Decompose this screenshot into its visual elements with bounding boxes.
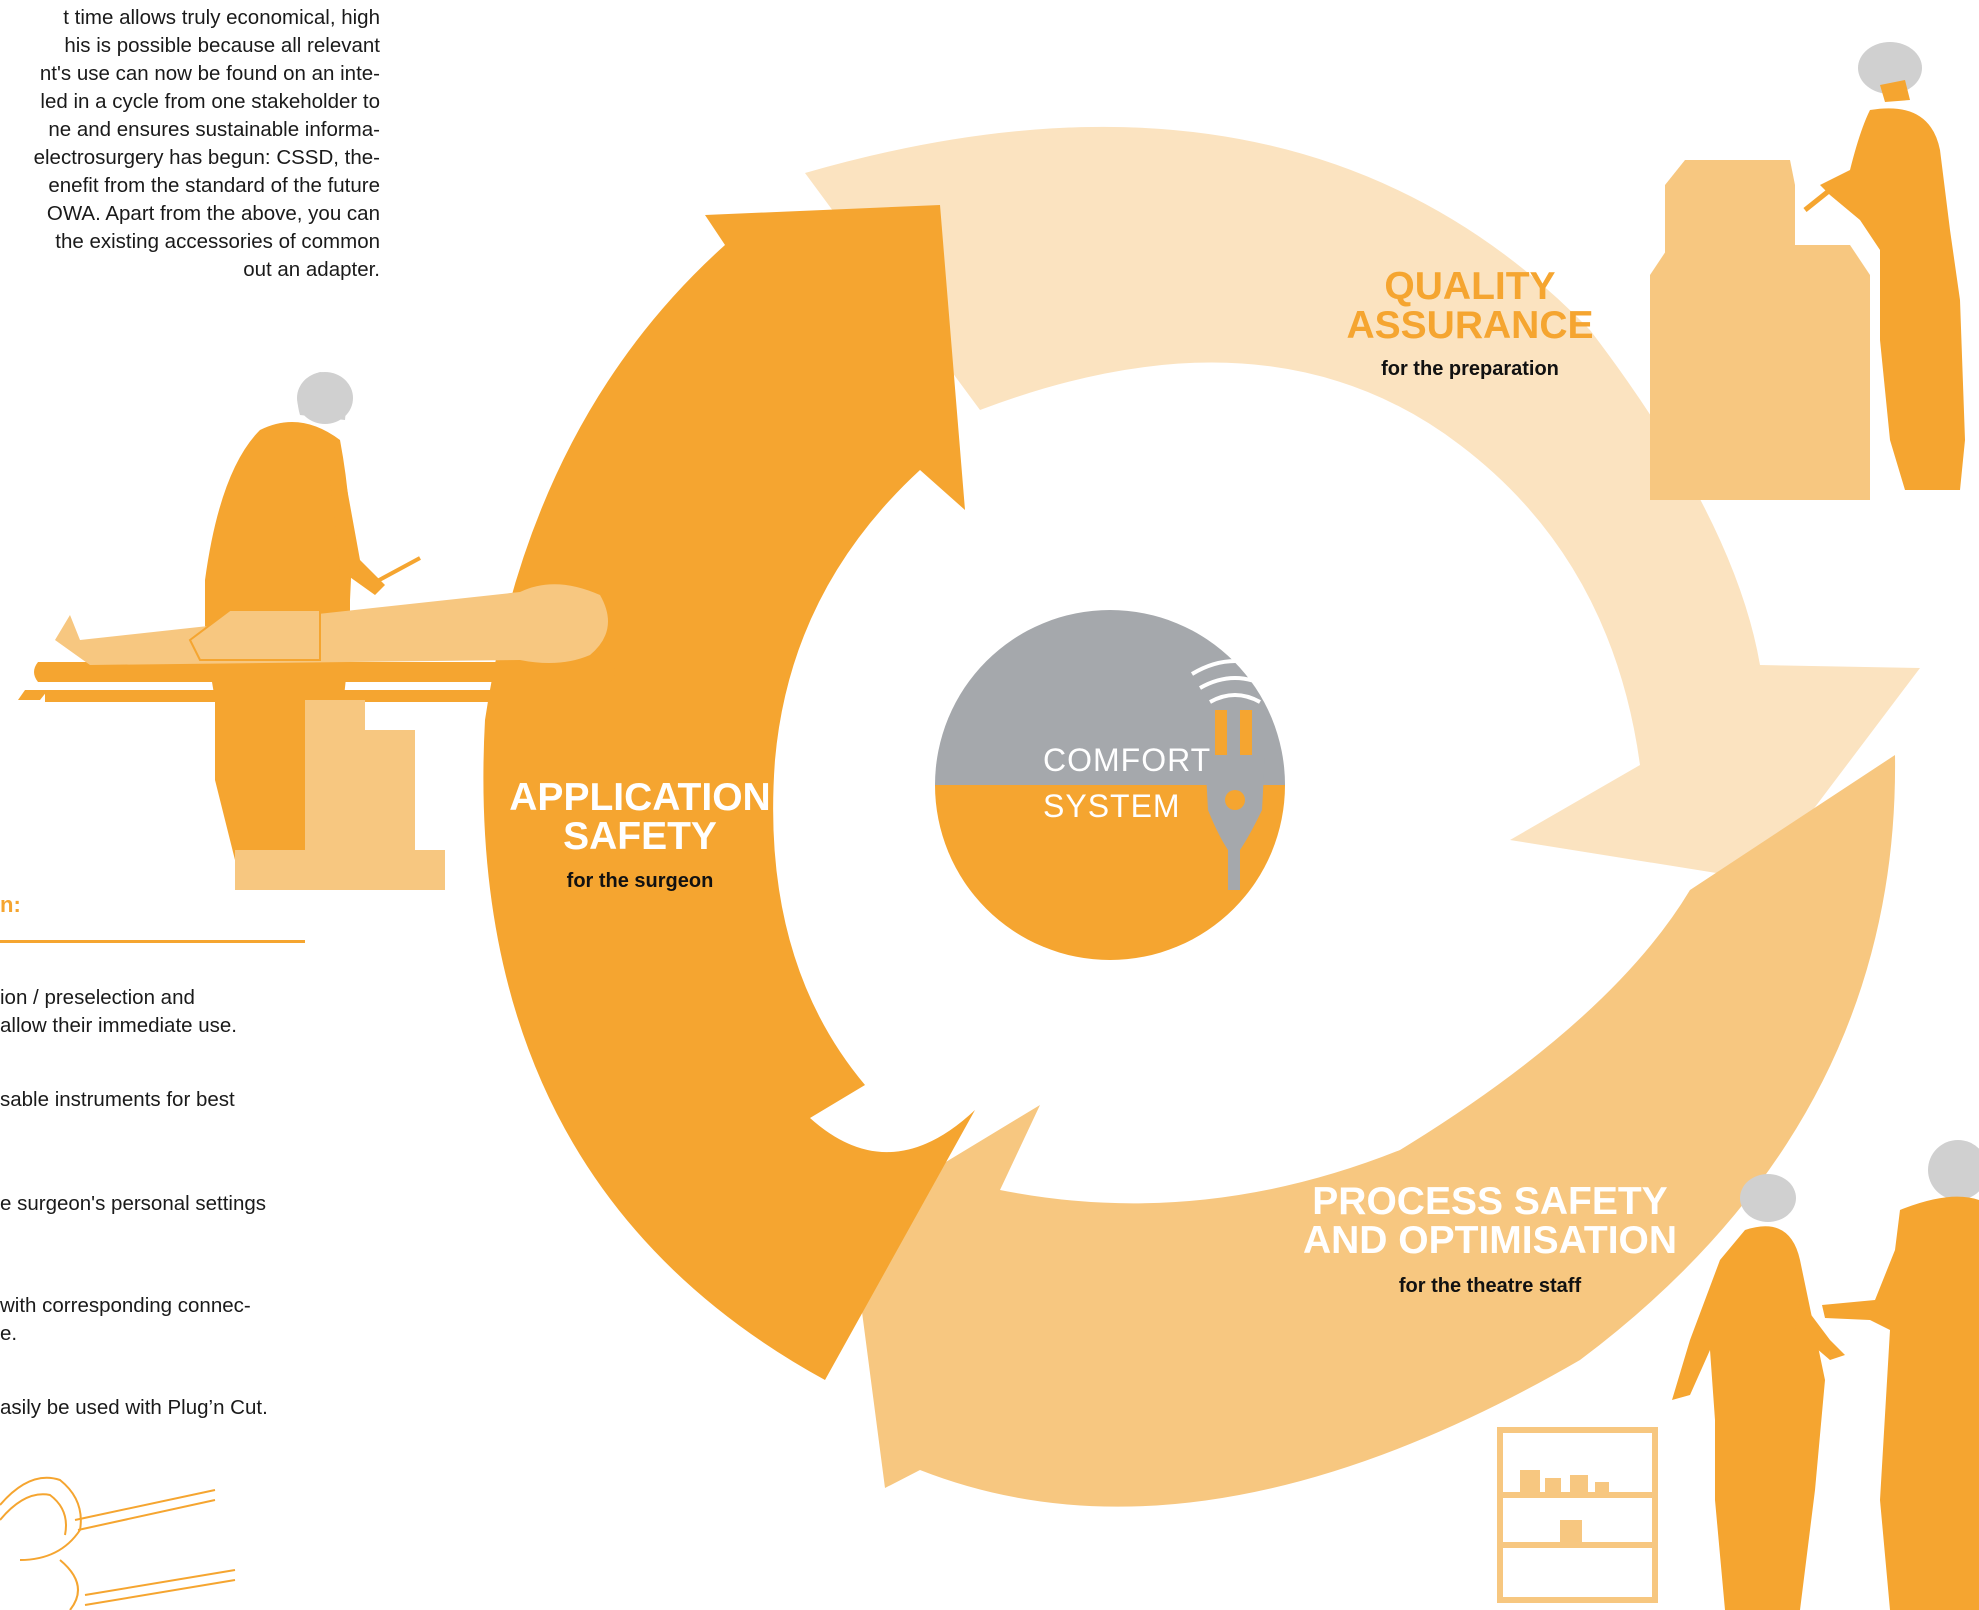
process-title-line: PROCESS SAFETY bbox=[1312, 1180, 1668, 1223]
application-title: APPLICATION SAFETY bbox=[500, 778, 780, 856]
intro-line: ne and ensures sustainable informa- bbox=[48, 118, 380, 141]
intro-line: his is possible because all relevant bbox=[64, 34, 380, 57]
quality-title: QUALITY ASSURANCE bbox=[1340, 267, 1600, 345]
quality-title-line: QUALITY bbox=[1384, 265, 1556, 308]
feature-line: e. bbox=[0, 1322, 18, 1345]
process-arrow bbox=[850, 755, 1896, 1507]
feature-item-1: ion / preselection and allow their immed… bbox=[0, 984, 237, 1040]
intro-line: nt's use can now be found on an inte- bbox=[39, 62, 380, 85]
feature-line: sable instruments for best bbox=[0, 1088, 235, 1111]
feature-item-2: sable instruments for best bbox=[0, 1086, 235, 1114]
section-divider bbox=[0, 940, 305, 943]
surgeon-with-patient-illustration bbox=[18, 372, 615, 890]
quality-subtitle: for the preparation bbox=[1381, 358, 1559, 380]
nurse-at-sterilizer-illustration bbox=[1650, 42, 1965, 500]
comfort-label: COMFORT bbox=[1043, 742, 1212, 778]
theatre-staff-illustration bbox=[1497, 1140, 1979, 1610]
quality-arrow bbox=[805, 126, 1920, 881]
process-subtitle: for the theatre staff bbox=[1398, 1275, 1582, 1297]
feature-line: e surgeon's personal settings bbox=[0, 1192, 267, 1215]
intro-line: OWA. Apart from the above, you can bbox=[46, 202, 380, 225]
intro-line: t time allows truly economical, high bbox=[63, 6, 380, 29]
process-title: PROCESS SAFETY AND OPTIMISATION bbox=[1290, 1182, 1690, 1260]
feature-line: allow their immediate use. bbox=[0, 1014, 237, 1037]
wireless-signal-icon bbox=[1190, 659, 1281, 704]
intro-text: t time allows truly economical, high his… bbox=[0, 4, 380, 284]
intro-line: electrosurgery has begun: CSSD, the- bbox=[33, 146, 380, 169]
comfort-system-logo bbox=[935, 610, 1285, 960]
intro-line: out an adapter. bbox=[243, 258, 380, 281]
feature-item-5: asily be used with Plug’n Cut. bbox=[0, 1394, 268, 1422]
quality-title-line: ASSURANCE bbox=[1346, 304, 1594, 347]
application-arrow bbox=[483, 205, 975, 1380]
intro-line: enefit from the standard of the future bbox=[48, 174, 380, 197]
feature-item-3: e surgeon's personal settings bbox=[0, 1190, 266, 1218]
feature-item-4: with corresponding connec- e. bbox=[0, 1292, 251, 1348]
feature-line: asily be used with Plug’n Cut. bbox=[0, 1396, 268, 1419]
feature-line: ion / preselection and bbox=[0, 986, 195, 1009]
feature-line: with corresponding connec- bbox=[0, 1294, 251, 1317]
section-heading: n: bbox=[0, 892, 21, 917]
system-label: SYSTEM bbox=[1043, 788, 1181, 824]
instrument-line-drawing bbox=[0, 1476, 236, 1610]
process-title-line: AND OPTIMISATION bbox=[1302, 1219, 1678, 1262]
application-title-line: APPLICATION bbox=[509, 776, 771, 819]
intro-line: the existing accessories of common bbox=[55, 230, 380, 253]
plug-icon bbox=[1205, 710, 1265, 890]
intro-line: led in a cycle from one stakeholder to bbox=[40, 90, 380, 113]
application-title-line: SAFETY bbox=[563, 815, 717, 858]
application-subtitle: for the surgeon bbox=[566, 870, 714, 892]
